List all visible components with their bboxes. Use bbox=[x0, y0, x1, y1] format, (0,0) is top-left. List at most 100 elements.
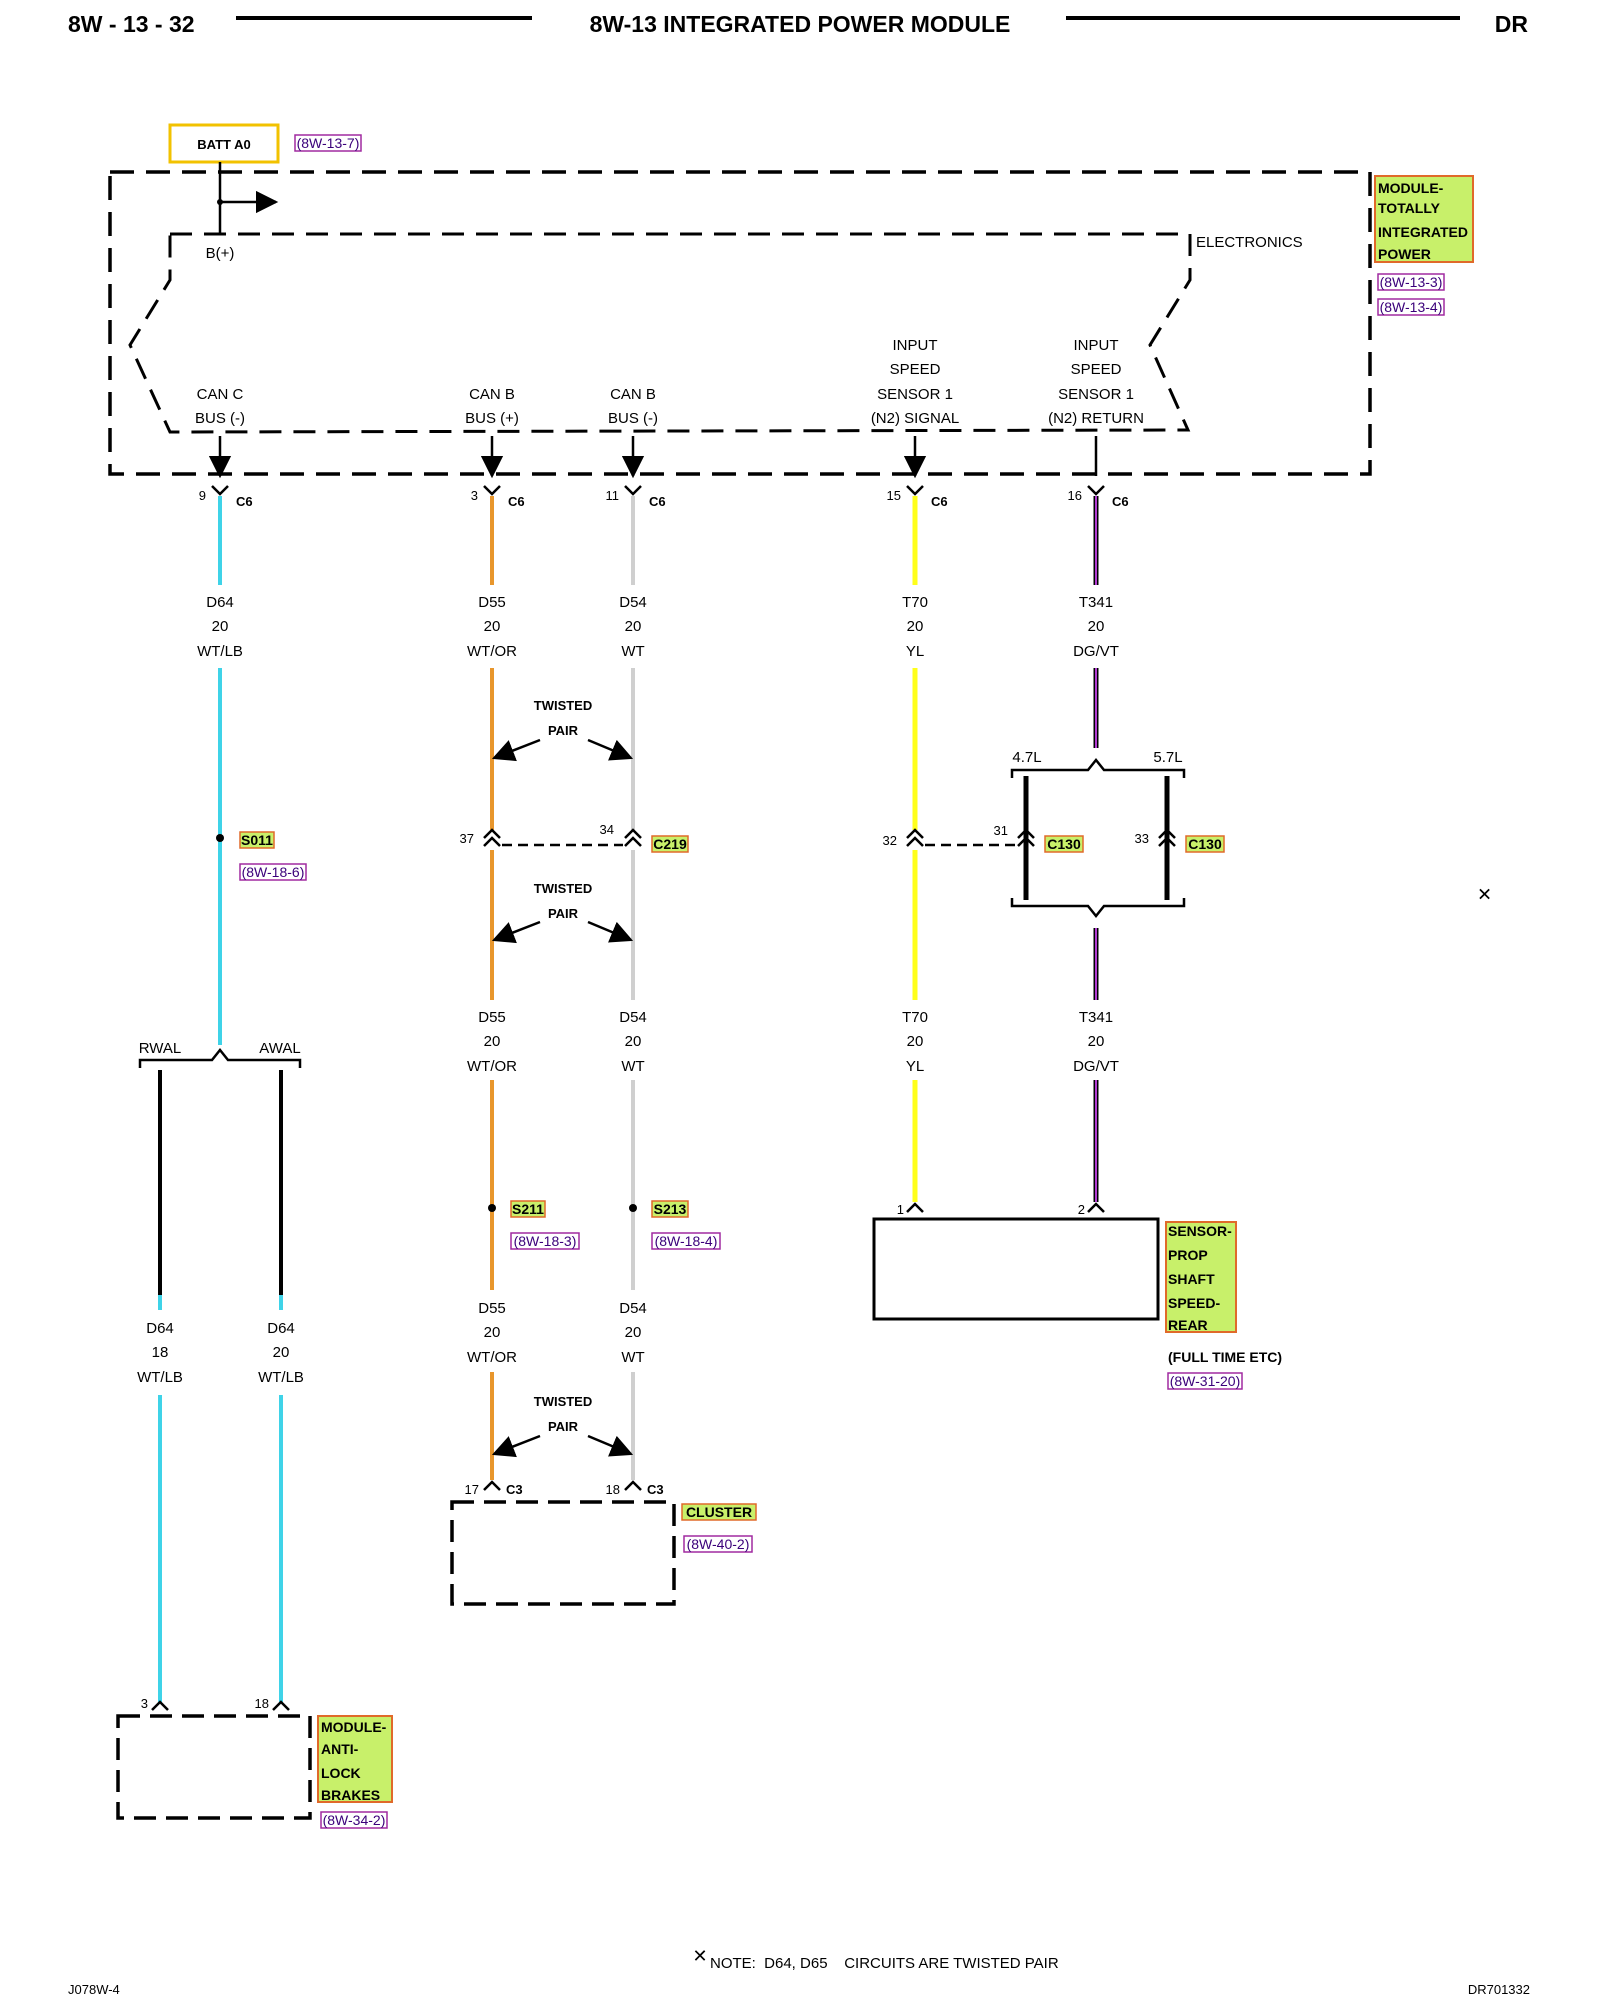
cluster-label: CLUSTER bbox=[686, 1504, 752, 1520]
splice-s213-dot bbox=[629, 1204, 637, 1212]
abs-ref-box bbox=[320, 1811, 388, 1829]
sensor-pin-2: 2 bbox=[1078, 1202, 1085, 1217]
pin4-label-line1: INPUT bbox=[893, 337, 938, 354]
c6-conn-label-5: C6 bbox=[1112, 494, 1129, 509]
c130-tag-a bbox=[1044, 835, 1084, 853]
pin5-label-line2: SPEED bbox=[1071, 361, 1122, 378]
abs-module-box bbox=[116, 1714, 312, 1820]
t70-circuit-2: T70 bbox=[902, 1009, 928, 1026]
c219-pin-34: 34 bbox=[600, 822, 614, 837]
sensor-name-line2: PROP bbox=[1168, 1247, 1208, 1263]
c130-pin-33: 33 bbox=[1135, 831, 1149, 846]
s211-ref-box bbox=[510, 1232, 580, 1250]
abs-name-tag bbox=[317, 1715, 393, 1803]
c130-tag-b bbox=[1185, 835, 1225, 853]
s213-ref-box bbox=[651, 1232, 721, 1250]
tipm-name-line3: INTEGRATED bbox=[1378, 224, 1468, 240]
twisted-pair-1-line2: PAIR bbox=[548, 723, 579, 738]
s011-ref-box bbox=[239, 863, 307, 881]
pin2-label-line1: CAN B bbox=[469, 386, 515, 403]
d55-gauge-3: 20 bbox=[484, 1324, 501, 1341]
twisted-pair-3-arrow-right bbox=[587, 1434, 634, 1457]
abs-name-line1: MODULE- bbox=[321, 1719, 387, 1735]
sensor-note: (FULL TIME ETC) bbox=[1168, 1349, 1282, 1365]
pin5-label-line3: SENSOR 1 bbox=[1058, 386, 1134, 403]
pin1-label-line2: BUS (-) bbox=[195, 410, 245, 427]
twisted-pair-1-arrow-right bbox=[587, 738, 634, 761]
engine-47l-label: 4.7L bbox=[1012, 749, 1041, 766]
t70-gauge-1: 20 bbox=[907, 618, 924, 635]
tipm-ref-1: (8W-13-3) bbox=[1380, 274, 1443, 290]
d55-circuit-2: D55 bbox=[478, 1009, 506, 1026]
c130-pin-31: 31 bbox=[994, 823, 1008, 838]
d55-color-2: WT/OR bbox=[467, 1058, 517, 1075]
sensor-name-tag bbox=[1165, 1221, 1237, 1333]
d54-gauge-2: 20 bbox=[625, 1033, 642, 1050]
pin5-label-line4: (N2) RETURN bbox=[1048, 410, 1144, 427]
pin4-label-line2: SPEED bbox=[890, 361, 941, 378]
twisted-pair-1-line1: TWISTED bbox=[534, 698, 593, 713]
s211-label: S211 bbox=[512, 1201, 544, 1217]
internal-pin-arrows bbox=[208, 436, 1098, 479]
c219-pin-37: 37 bbox=[460, 831, 474, 846]
batt-ref-box bbox=[294, 134, 362, 152]
s011-tag bbox=[239, 831, 275, 849]
abs-name-line2: ANTI- bbox=[321, 1741, 359, 1757]
abs-pin-3: 3 bbox=[141, 1696, 148, 1711]
d55-gauge-1: 20 bbox=[484, 618, 501, 635]
abs-ref: (8W-34-2) bbox=[323, 1812, 386, 1828]
d64-gauge: 20 bbox=[212, 618, 229, 635]
t341-color-1: DG/VT bbox=[1073, 643, 1119, 660]
c219-label: C219 bbox=[653, 836, 687, 852]
sensor-name-line4: SPEED- bbox=[1168, 1295, 1220, 1311]
d54-color-2: WT bbox=[621, 1058, 644, 1075]
sensor-name-line5: REAR bbox=[1168, 1317, 1208, 1333]
t70-gauge-2: 20 bbox=[907, 1033, 924, 1050]
c130-pin-32: 32 bbox=[883, 833, 897, 848]
pin4-label-line4: (N2) SIGNAL bbox=[871, 410, 959, 427]
t70-color-2: YL bbox=[906, 1058, 924, 1075]
splice-s011-dot bbox=[216, 834, 224, 842]
rwal-label: RWAL bbox=[139, 1040, 182, 1057]
s211-ref: (8W-18-3) bbox=[514, 1233, 577, 1249]
d54-gauge-1: 20 bbox=[625, 618, 642, 635]
d55-color-3: WT/OR bbox=[467, 1349, 517, 1366]
c219-tag bbox=[651, 835, 689, 853]
sensor-pin-1: 1 bbox=[897, 1202, 904, 1217]
pin3-label-line2: BUS (-) bbox=[608, 410, 658, 427]
c6-conn-label-1: C6 bbox=[236, 494, 253, 509]
c6-pin-16: 16 bbox=[1068, 488, 1082, 503]
header-code: DR bbox=[1495, 11, 1529, 37]
c3-pin-18: 18 bbox=[606, 1482, 620, 1497]
t341-gauge-2: 20 bbox=[1088, 1033, 1105, 1050]
c6-conn-label-4: C6 bbox=[931, 494, 948, 509]
d64-circuit: D64 bbox=[206, 594, 234, 611]
batt-label: BATT A0 bbox=[197, 137, 250, 152]
c130-label-a: C130 bbox=[1047, 836, 1081, 852]
s011-ref: (8W-18-6) bbox=[242, 864, 305, 880]
note-text: NOTE: D64, D65 CIRCUITS ARE TWISTED PAIR bbox=[710, 1955, 1059, 1972]
tipm-name-line4: POWER bbox=[1378, 246, 1431, 262]
d54-color-1: WT bbox=[621, 643, 644, 660]
engine-57l-label: 5.7L bbox=[1153, 749, 1182, 766]
c130-connectors bbox=[906, 828, 1176, 847]
tipm-name-line1: MODULE- bbox=[1378, 180, 1444, 196]
c3-pin-17: 17 bbox=[465, 1482, 479, 1497]
electronics-label: ELECTRONICS bbox=[1196, 234, 1303, 251]
pin5-label-line1: INPUT bbox=[1074, 337, 1119, 354]
t70-circuit-1: T70 bbox=[902, 594, 928, 611]
s213-tag bbox=[651, 1200, 689, 1218]
d55-gauge-2: 20 bbox=[484, 1033, 501, 1050]
electronics-boundary bbox=[128, 232, 1192, 434]
cluster-tag bbox=[681, 1503, 757, 1521]
d55-circuit-3: D55 bbox=[478, 1300, 506, 1317]
t341-color-2: DG/VT bbox=[1073, 1058, 1119, 1075]
c219-connector bbox=[483, 828, 642, 847]
d54-gauge-3: 20 bbox=[625, 1324, 642, 1341]
header-page-number: 8W - 13 - 32 bbox=[68, 11, 195, 37]
cluster-ref-box bbox=[683, 1535, 753, 1553]
d55-circuit-1: D55 bbox=[478, 594, 506, 611]
abs-right-circuit: D64 bbox=[267, 1320, 295, 1337]
sensor-ref: (8W-31-20) bbox=[1170, 1373, 1241, 1389]
